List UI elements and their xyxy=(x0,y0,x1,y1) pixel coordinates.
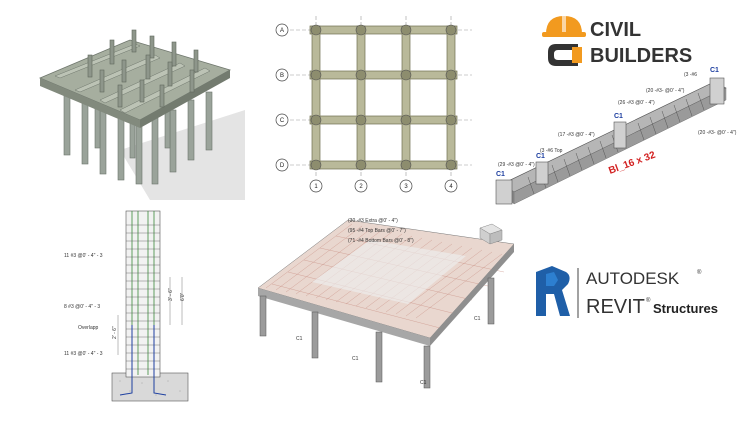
revit-registered: ® xyxy=(697,269,702,276)
beam-column-tag: C1 xyxy=(614,113,623,120)
slab-callout: (71 -#4 Bottom Bars @0' - 8") xyxy=(348,238,414,244)
slab-callout: (95 -#4 Top Bars @0' - 7") xyxy=(348,228,406,234)
grid-row-label: C xyxy=(280,118,285,124)
column-section-view: 11 #3 @0' - 4" - 3 8 #3 @0' - 4" - 3 Ove… xyxy=(60,205,250,405)
column-label: Overlapp xyxy=(78,325,99,331)
logo-line2: BUILDERS xyxy=(590,45,692,67)
beam-callout: (29 -#3 @0' - 4") xyxy=(498,162,535,168)
beam-callout: (3 -#6 xyxy=(684,72,697,78)
beam-column-tag: C1 xyxy=(536,153,545,160)
revit-structures-logo: AUTODESK ® REVIT ® Structures xyxy=(532,262,744,324)
view-cube-icon[interactable] xyxy=(479,223,503,245)
column-label: 8 #3 @0' - 4" - 3 xyxy=(64,304,100,310)
revit-suffix: Structures xyxy=(653,301,718,316)
beam-reinforcement-view: C1 C1 C1 C1 (3 -#6 (20 -#3- @0' - 4") (2… xyxy=(488,62,750,212)
revit-product: REVIT xyxy=(586,296,645,318)
slab-column-tag: C1 xyxy=(352,356,359,362)
column-label: 6'0" xyxy=(180,292,186,301)
beam-callout: (3 -#6 Top xyxy=(540,148,563,154)
grid-col-label: 1 xyxy=(314,184,318,190)
slab-column-tag: C1 xyxy=(474,316,481,322)
column-label: 11 #3 @0' - 4" - 3 xyxy=(64,351,103,357)
grid-col-label: 2 xyxy=(359,184,363,190)
beam-column-tag: C1 xyxy=(496,171,505,178)
revit-mark-icon xyxy=(536,266,570,316)
beam-column-tag: C1 xyxy=(710,67,719,74)
beam-callout: (26 -#3 @0' - 4") xyxy=(618,100,655,106)
logo-line1: CIVIL xyxy=(590,19,641,41)
column-label: 3' - 6" xyxy=(168,288,174,301)
slab-callout: (30 -#3 Extra @0' - 4") xyxy=(348,218,398,224)
beam-callout: (17 -#3 @0' - 4") xyxy=(558,132,595,138)
slab-column-tag: C1 xyxy=(296,336,303,342)
column-label: 11 #3 @0' - 4" - 3 xyxy=(64,253,103,259)
grid-row-label: D xyxy=(280,163,285,169)
slab-reinforcement-view: (30 -#3 Extra @0' - 4") (95 -#4 Top Bars… xyxy=(252,208,515,404)
revit-registered: ® xyxy=(646,297,651,304)
beam-callout: (20 -#3- @0' - 4") xyxy=(646,88,685,94)
pile-foundation-3d-view xyxy=(0,0,250,200)
civil-builders-logo: CIVIL BUILDERS xyxy=(532,10,700,70)
grid-plan-view: A B C D 1 2 3 4 xyxy=(262,8,482,200)
revit-brand: AUTODESK xyxy=(586,269,680,288)
grid-row-label: A xyxy=(280,28,284,34)
column-label: 2' - 6" xyxy=(112,326,118,339)
grid-col-label: 4 xyxy=(449,184,453,190)
slab-column-tag: C1 xyxy=(420,380,427,386)
grid-col-label: 3 xyxy=(404,184,408,190)
grid-row-label: B xyxy=(280,73,284,79)
beam-callout: (20 -#3- @0' - 4") xyxy=(698,130,737,136)
